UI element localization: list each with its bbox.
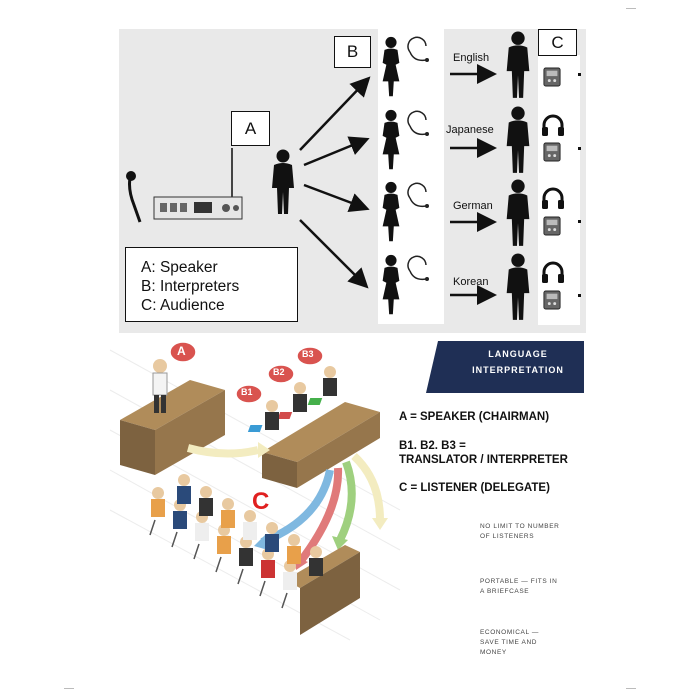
- audience-chairs: [149, 519, 288, 609]
- arrow-icon: [296, 467, 343, 565]
- receiver-icon: [543, 290, 561, 310]
- speaker-figure-icon: [272, 149, 294, 214]
- legend-item-speaker: A: Speaker: [141, 259, 218, 276]
- note-line: ECONOMICAL —: [480, 629, 539, 636]
- language-label-korean: Korean: [453, 276, 489, 288]
- speaker-desk: [120, 380, 225, 475]
- box-label-a: A: [231, 111, 270, 146]
- note-portable: PORTABLE — FITS IN A BRIEFCASE: [480, 577, 557, 597]
- note-line: MONEY: [480, 649, 507, 656]
- audience-figures: [151, 474, 323, 590]
- arrow-icon: [299, 76, 371, 151]
- definition-c: C = LISTENER (DELEGATE): [399, 482, 550, 494]
- title-line-1: LANGUAGE: [488, 349, 548, 359]
- receiver-icon: [543, 67, 561, 87]
- title-band: [426, 341, 584, 393]
- language-label-japanese: Japanese: [446, 124, 494, 136]
- microphone-icon: [126, 171, 142, 223]
- definition-a: A = SPEAKER (CHAIRMAN): [399, 411, 550, 423]
- note-line: A BRIEFCASE: [480, 588, 530, 595]
- audience-figure-icon: [506, 253, 530, 320]
- bubble-b3-label: B3: [302, 349, 314, 359]
- big-c-label: C: [252, 488, 270, 515]
- top-diagram-graphics: [126, 29, 581, 325]
- bubble-b3: [296, 346, 324, 366]
- bubble-b1: [235, 384, 263, 404]
- note-line: OF LISTENERS: [480, 533, 535, 540]
- box-label-b: B: [334, 36, 371, 68]
- note-line: NO LIMIT TO NUMBER: [480, 523, 560, 530]
- audience-figure-icon: [506, 179, 530, 246]
- note-listeners: NO LIMIT TO NUMBER OF LISTENERS: [480, 522, 559, 542]
- legend-item-interpreters: B: Interpreters: [141, 278, 240, 295]
- bubble-a-label: A: [177, 344, 186, 358]
- arrow-icon: [336, 460, 356, 542]
- arrow-icon: [351, 453, 384, 521]
- corner-mark: [626, 688, 636, 689]
- receiver-icon: [543, 142, 561, 162]
- interpreter-figures: [265, 366, 337, 430]
- note-line: PORTABLE — FITS IN: [480, 578, 558, 585]
- legend-item-audience: C: Audience: [141, 297, 225, 314]
- note-line: SAVE TIME AND: [480, 639, 538, 646]
- language-label-german: German: [453, 200, 493, 212]
- transmitter-icon: [153, 148, 243, 220]
- corner-mark: [626, 8, 636, 9]
- corner-mark: [64, 688, 74, 689]
- audience-figure-icon: [506, 106, 530, 173]
- bubble-a: [169, 341, 197, 363]
- bubble-b1-label: B1: [241, 387, 253, 397]
- language-label-english: English: [453, 52, 490, 64]
- receiver-icon: [543, 216, 561, 236]
- speaker-figure: [152, 359, 168, 413]
- legend-box: A: Speaker B: Interpreters C: Audience: [125, 247, 298, 322]
- interpreter-desk: [247, 398, 380, 488]
- definition-b-line-2: TRANSLATOR / INTERPRETER: [399, 454, 568, 466]
- arrow-icon: [186, 444, 259, 458]
- box-label-c: C: [538, 29, 577, 56]
- bottom-illustration: [109, 341, 401, 641]
- arrow-icon: [299, 219, 369, 289]
- title-line-2: INTERPRETATION: [472, 365, 564, 375]
- audience-figure-icon: [506, 31, 530, 98]
- definition-b-line-1: B1. B2. B3 =: [399, 440, 466, 452]
- bubble-b2-label: B2: [273, 367, 285, 377]
- note-economical: ECONOMICAL — SAVE TIME AND MONEY: [480, 628, 539, 658]
- arrow-icon: [303, 136, 370, 167]
- bubble-b2: [267, 364, 295, 384]
- arrow-icon: [303, 183, 370, 213]
